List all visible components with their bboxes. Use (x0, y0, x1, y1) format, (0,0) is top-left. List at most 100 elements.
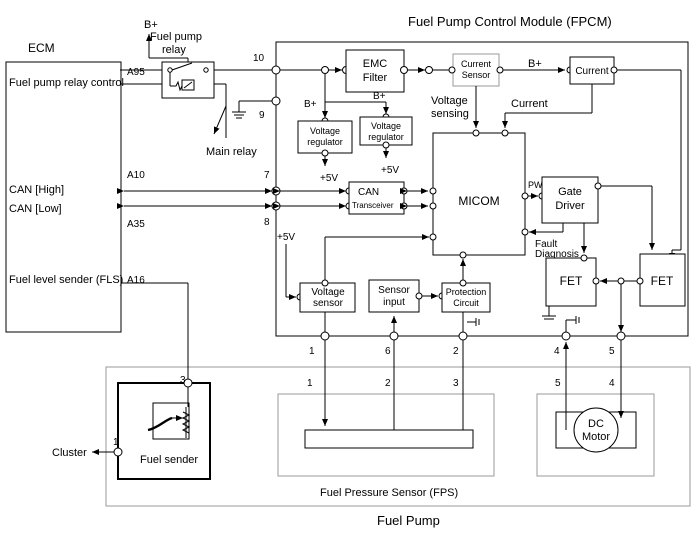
main-relay-label: Main relay (206, 146, 257, 158)
fet2-out-pin (636, 277, 644, 285)
pin-a95: A95 (127, 67, 145, 78)
cs-right-pin (496, 66, 504, 74)
dc-l2: Motor (582, 431, 610, 443)
pin6-label: 6 (385, 346, 391, 357)
fpcm-pin-8 (271, 201, 281, 211)
pin-7-label: 7 (264, 170, 270, 181)
voltage-sensing-l2: sensing (431, 108, 469, 120)
gate-l2: Driver (555, 200, 585, 212)
sensor-input-block (368, 279, 420, 313)
micom-pin-prot (459, 251, 467, 259)
pin-a10: A10 (127, 170, 145, 181)
micom-pin-cs (501, 129, 509, 137)
fpcm-pin-2 (458, 331, 468, 341)
sender-pin-1 (113, 447, 123, 457)
fpcm-bplus: B+ (528, 58, 542, 70)
pin5-label: 5 (609, 346, 615, 357)
voltage-sensing-l1: Voltage (431, 95, 468, 107)
pin1-label: 1 (309, 346, 315, 357)
ecm-box (5, 61, 122, 333)
cs-in-pin (425, 66, 433, 74)
sender-float-arm (147, 416, 173, 432)
relay-contact-b (203, 67, 209, 73)
fet-junction (617, 277, 625, 285)
protection-block (441, 282, 491, 313)
fps-pin2-label: 2 (385, 378, 391, 389)
cs-l2: Sensor (462, 70, 491, 80)
current-sense-label: Current (511, 98, 548, 110)
vreg1-bplus: B+ (304, 99, 317, 110)
fpcm-pin-10 (271, 65, 281, 75)
fpcm-pin-9 (271, 96, 281, 106)
vreg1-block (297, 120, 353, 154)
relay-coil-diag (183, 81, 193, 89)
fuel-sender-label: Fuel sender (140, 454, 198, 466)
sender-pin3-label: 3 (180, 375, 186, 386)
motor-box (536, 393, 655, 477)
pin-8-label: 8 (264, 217, 270, 228)
fpcm-title: Fuel Pump Control Module (FPCM) (408, 14, 612, 29)
sender-pin1-label: 1 (113, 437, 119, 448)
gate-out-pin (594, 182, 602, 190)
fet1-out-pin (592, 277, 600, 285)
fet1-gate-pin (580, 254, 588, 262)
voltage-sensor-block (299, 282, 356, 313)
gate-l1: Gate (558, 186, 582, 198)
micom-pin-canl (429, 202, 437, 210)
sinput-out-pin (415, 292, 423, 300)
vsensor-l2: sensor (313, 298, 344, 309)
cluster-label: Cluster (52, 447, 87, 459)
relay-resistor (170, 80, 183, 92)
micom-block (432, 132, 526, 256)
micom-pin-fault (521, 228, 529, 236)
emc-l2: Filter (363, 72, 388, 84)
pin4-label: 4 (554, 346, 560, 357)
micom-pin-pwm (521, 192, 529, 200)
fet1-block (545, 257, 597, 307)
fet2-label: FET (651, 274, 674, 288)
relay-bplus: B+ (144, 19, 158, 31)
fps-box (277, 393, 495, 477)
current-block-label: Current (575, 66, 609, 77)
vsensor-top-pin (321, 279, 329, 287)
fps-pin1-label: 1 (307, 378, 313, 389)
cs-l1: Current (461, 59, 492, 69)
vreg2-out-pin (382, 141, 390, 149)
pin-a16: A16 (127, 275, 145, 286)
can-l2: Transceiver (352, 201, 394, 210)
ecm-signal-relay-control: Fuel pump relay control (9, 77, 124, 89)
ecm-signal-can-low: CAN [Low] (9, 203, 62, 215)
sinput-l2: input (383, 297, 405, 308)
fault-l2: Diagnosis (535, 249, 579, 260)
emc-l1: EMC (363, 58, 388, 70)
pwm-label: PWM (528, 180, 550, 190)
pin2-label: 2 (453, 346, 459, 357)
prot-l1: Protection (446, 287, 487, 297)
vsensor-5v: +5V (277, 232, 295, 243)
vreg1-5v: +5V (320, 173, 338, 184)
vreg2-5v: +5V (381, 165, 399, 176)
fuel-sender-block (117, 382, 211, 480)
vsensor-l1: Voltage (311, 287, 345, 298)
ecm-signal-fls: Fuel level sender (FLS) (9, 274, 123, 286)
vreg2-l2: regulator (368, 132, 404, 142)
fet1-label: FET (560, 274, 583, 288)
motor-pin4-label: 4 (609, 378, 615, 389)
ecm-title: ECM (28, 41, 55, 55)
relay-contact-a (167, 67, 173, 73)
can-out-l (400, 202, 408, 210)
fuel-pump-box (105, 366, 691, 507)
fuel-pump-title: Fuel Pump (377, 513, 440, 528)
prot-top-pin (459, 279, 467, 287)
fpcm-pin-5 (616, 331, 626, 341)
emc-filter-block (345, 49, 405, 93)
motor-pin5-label: 5 (555, 378, 561, 389)
fps-pin3-label: 3 (453, 378, 459, 389)
main-relay-arrow (213, 105, 227, 135)
emc-out-pin (400, 66, 408, 74)
micom-pin-vsens (429, 233, 437, 241)
fault-l1: Fault (535, 239, 557, 250)
pin-10-label: 10 (253, 53, 265, 64)
fps-label: Fuel Pressure Sensor (FPS) (320, 487, 458, 499)
